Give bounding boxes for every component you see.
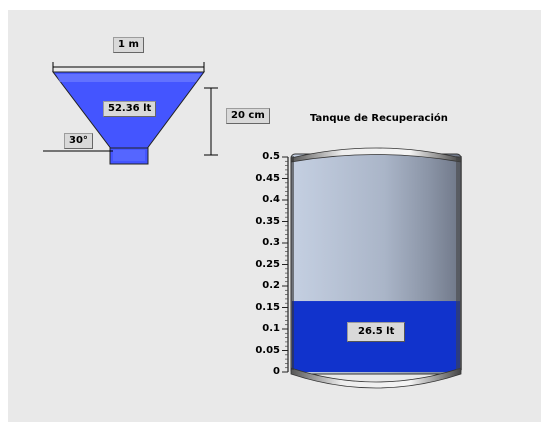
hopper-height-dimension — [204, 87, 218, 156]
tank-body — [290, 147, 462, 389]
tank-volume-display: 26.5 lt — [347, 322, 406, 342]
scale-tick-label: 0 — [273, 366, 280, 377]
tank-title: Tanque de Recuperación — [310, 113, 448, 124]
hopper-body — [51, 71, 205, 165]
scale-tick-label: 0.25 — [255, 258, 280, 270]
tank-bottom-cap — [290, 367, 462, 389]
scale-tick-label: 0.4 — [262, 194, 280, 205]
hopper-volume-label: 52.36 lt — [103, 101, 157, 117]
scale-tick-label: 0.2 — [262, 280, 280, 291]
hopper-angle-label: 30° — [64, 133, 93, 149]
scale-tick-label: 0.1 — [262, 323, 280, 334]
tank-scale — [282, 156, 289, 373]
hopper-height-label: 20 cm — [226, 108, 270, 124]
scale-tick-label: 0.35 — [255, 215, 280, 227]
scale-tick-label: 0.3 — [262, 237, 280, 248]
scale-tick-label: 0.15 — [255, 301, 280, 313]
hopper-width-dimension — [52, 62, 205, 72]
scale-tick-label: 0.45 — [255, 172, 280, 184]
scale-tick-label: 0.05 — [255, 344, 280, 356]
hopper-width-label: 1 m — [113, 37, 144, 53]
scale-tick-label: 0.5 — [262, 151, 280, 162]
